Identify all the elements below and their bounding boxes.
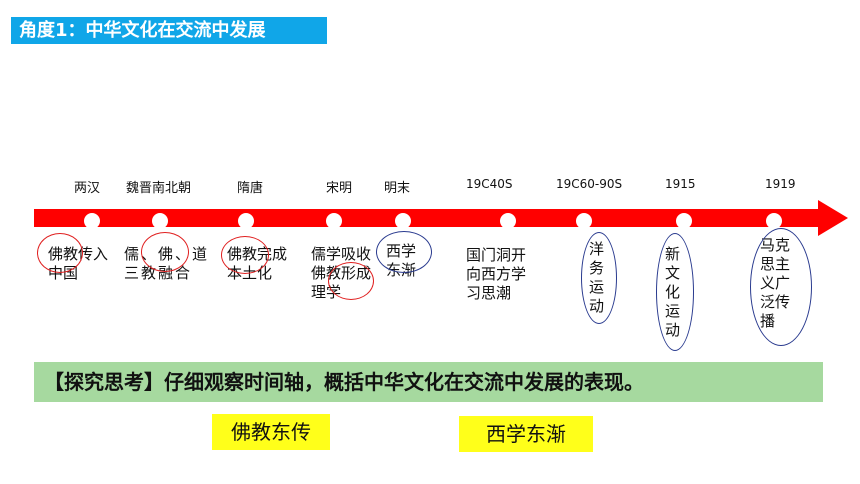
question-box: 【探究思考】仔细观察时间轴，概括中华文化在交流中发展的表现。	[34, 362, 823, 402]
highlight-circle	[328, 262, 374, 300]
era-label: 1919	[765, 177, 796, 191]
timeline-arrow	[34, 200, 848, 236]
timeline-dot	[576, 213, 592, 229]
answer-tag: 佛教东传	[212, 414, 330, 450]
highlight-circle	[37, 233, 83, 273]
highlight-circle	[221, 236, 269, 274]
era-label: 魏晋南北朝	[126, 181, 192, 196]
highlight-circle	[141, 232, 189, 272]
highlight-circle	[376, 231, 432, 273]
era-label: 1915	[665, 177, 696, 191]
highlight-circle	[581, 232, 617, 324]
timeline-dot	[152, 213, 168, 229]
answer-tag: 西学东渐	[459, 416, 593, 452]
timeline-dot	[676, 213, 692, 229]
era-label: 明末	[384, 181, 411, 196]
event-text: 国门洞开向西方学习思潮	[466, 246, 527, 302]
timeline-dot	[238, 213, 254, 229]
era-label: 19C40S	[466, 177, 513, 191]
timeline-dot	[84, 213, 100, 229]
timeline-dot	[326, 213, 342, 229]
timeline-dot	[766, 213, 782, 229]
highlight-circle	[656, 233, 694, 351]
era-label: 宋明	[326, 181, 353, 196]
era-label: 19C60-90S	[556, 177, 623, 191]
highlight-circle	[750, 228, 812, 346]
section-title: 角度1：中华文化在交流中发展	[11, 17, 327, 44]
timeline-dot	[395, 213, 411, 229]
era-label: 隋唐	[237, 181, 264, 196]
era-label: 两汉	[74, 181, 101, 196]
timeline-dot	[500, 213, 516, 229]
